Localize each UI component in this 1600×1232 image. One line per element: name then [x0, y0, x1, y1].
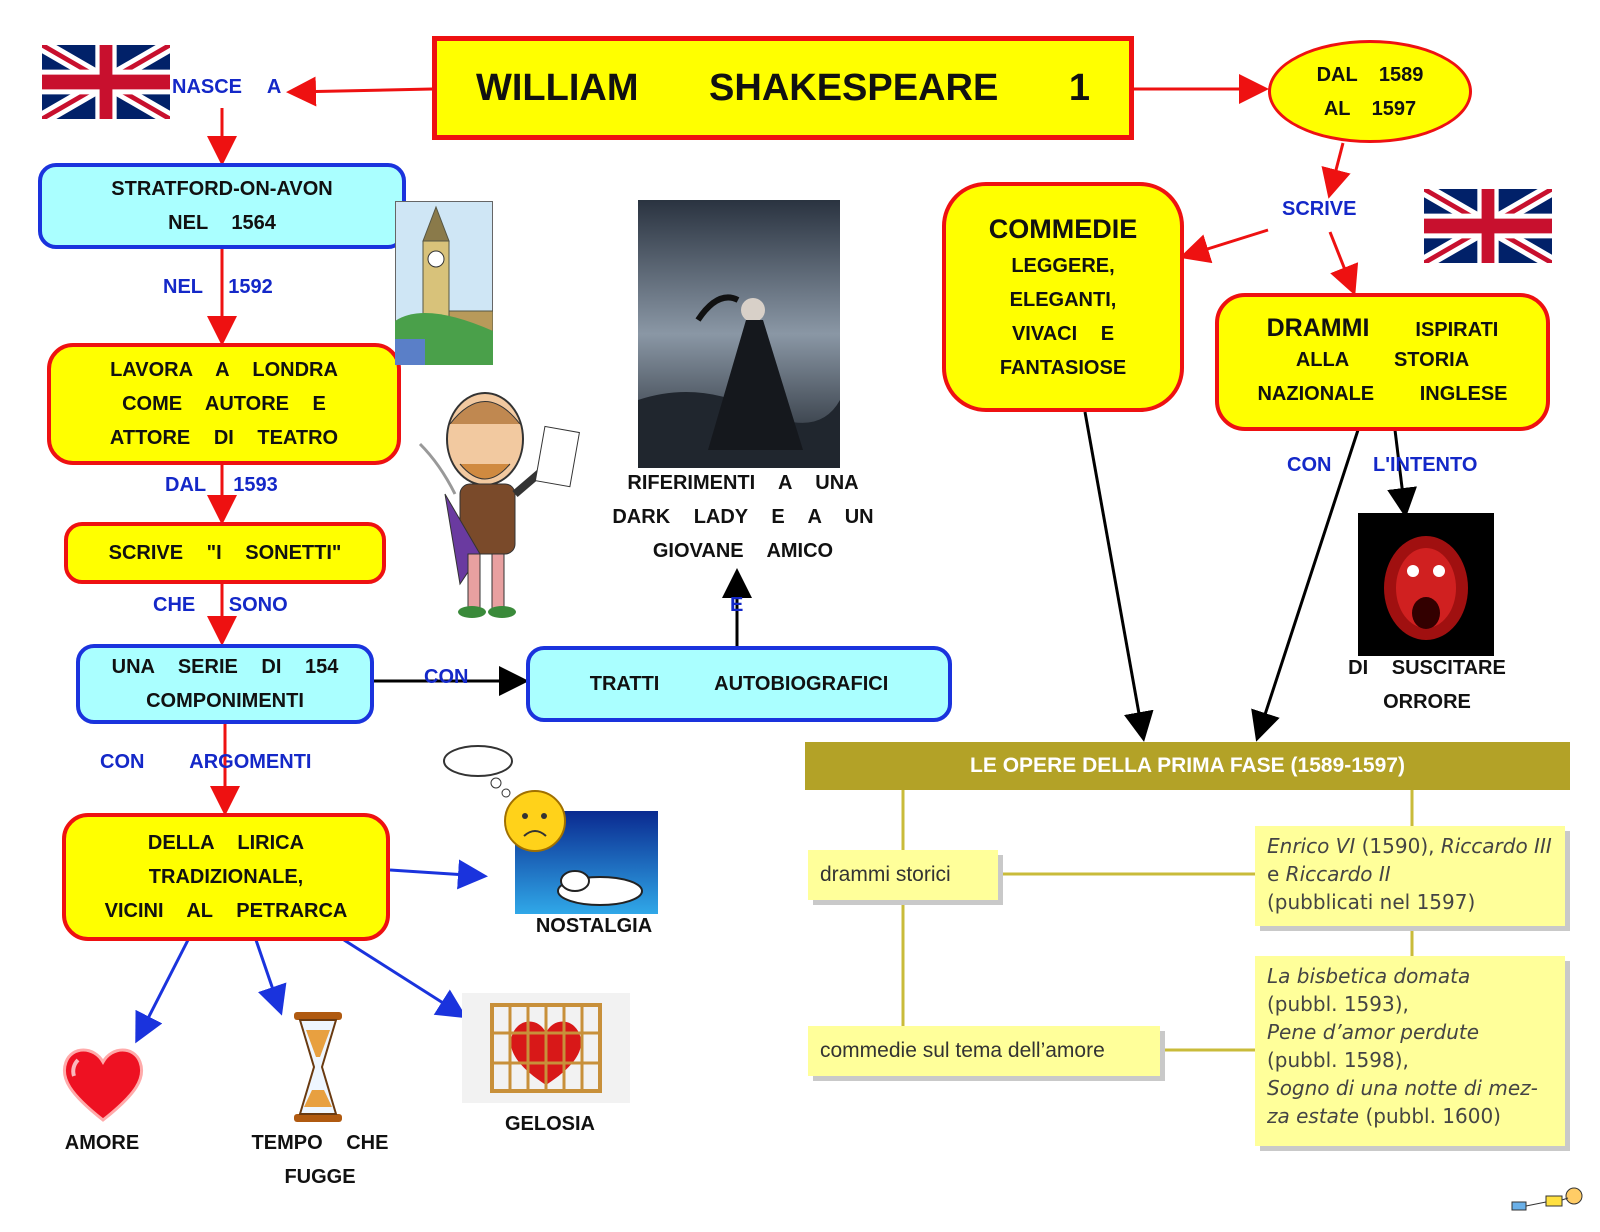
heart-icon: [62, 1048, 144, 1122]
tratti-node: TRATTI AUTOBIOGRAFICI: [526, 646, 952, 722]
lirica-node: DELLA LIRICA TRADIZIONALE, VICINI AL PET…: [62, 813, 390, 941]
suscitare-caption: DI SUSCITARE ORRORE: [1348, 657, 1506, 713]
label-e: E: [730, 594, 744, 616]
commedie-node: COMMEDIE LEGGERE, ELEGANTI, VIVACI E FAN…: [942, 182, 1184, 412]
label-che-sono: CHE SONO: [153, 594, 288, 616]
tempo-caption: TEMPO CHE FUGGE: [251, 1132, 389, 1188]
works-commedie: La bisbetica domata (pubbl. 1593), Pene …: [1255, 956, 1565, 1146]
hourglass-icon: [294, 1012, 342, 1122]
period-end: AL 1597: [1323, 97, 1417, 120]
category-drammi-storici: drammi storici: [808, 850, 998, 900]
lavora-node: LAVORA A LONDRA COME AUTORE E ATTORE DI …: [47, 343, 401, 465]
period-ellipse: DAL 1589 AL 1597: [1268, 40, 1472, 143]
drammi-node: DRAMMI ISPIRATI ALLA STORIA NAZIONALE IN…: [1215, 293, 1550, 431]
label-con: CON: [424, 666, 469, 688]
stratford-node: STRATFORD-ON-AVON NEL 1564: [38, 163, 406, 249]
amore-caption: AMORE: [64, 1132, 140, 1154]
label-l-intento: L'INTENTO: [1373, 454, 1478, 476]
dark-lady-image: [638, 200, 840, 468]
big-ben-icon: [395, 201, 493, 365]
shakespeare-caricature-icon: [418, 392, 580, 618]
label-nel-1592: NEL 1592: [163, 276, 273, 298]
sonetti-node: SCRIVE "I SONETTI": [64, 522, 386, 584]
period-start: DAL 1589: [1316, 63, 1424, 86]
uk-flag-icon: [1424, 189, 1552, 263]
nostalgia-image: [443, 745, 658, 914]
category-commedie-amore: commedie sul tema dell’amore: [808, 1026, 1160, 1076]
label-nasce-a: NASCE A: [172, 76, 282, 98]
serie-node: UNA SERIE DI 154 COMPONIMENTI: [76, 644, 374, 724]
label-con-argomenti: CON ARGOMENTI: [100, 751, 312, 773]
page-title: WILLIAM SHAKESPEARE 1: [475, 66, 1091, 109]
label-dal-1593: DAL 1593: [165, 474, 278, 496]
title-box: WILLIAM SHAKESPEARE 1: [432, 36, 1134, 140]
caged-heart-icon: [462, 993, 630, 1103]
riferimenti-caption: RIFERIMENTI A UNA DARK LADY E A UN GIOVA…: [612, 472, 874, 562]
uk-flag-icon: [42, 45, 170, 119]
label-con-intento: CON: [1287, 454, 1332, 476]
label-scrive: SCRIVE: [1282, 198, 1357, 220]
table-header: LE OPERE DELLA PRIMA FASE (1589-1597): [805, 742, 1570, 790]
gelosia-caption: GELOSIA: [504, 1113, 595, 1135]
horror-face-image: [1358, 513, 1494, 656]
mappe-logo-icon: [1511, 1187, 1583, 1211]
nostalgia-caption: NOSTALGIA: [535, 915, 653, 937]
works-drammi-storici: Enrico VI (1590), Riccardo III e Riccard…: [1255, 826, 1565, 926]
